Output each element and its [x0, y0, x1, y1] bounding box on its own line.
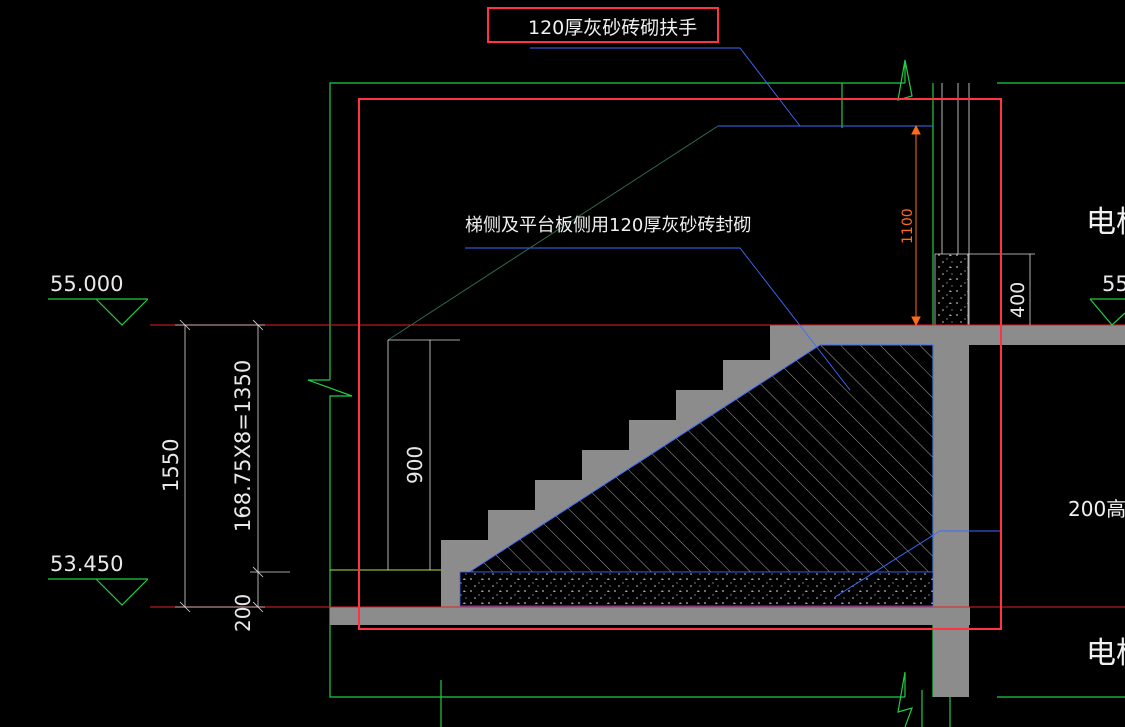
dim-wall-height: 400: [1007, 282, 1029, 318]
bottom-slab: [330, 607, 970, 625]
level-lower-text: 53.450: [50, 552, 123, 576]
level-lines: [150, 324, 1125, 608]
dimension-lines: [175, 253, 1035, 613]
concrete-structure: [330, 325, 1125, 697]
dim-rail-height: 900: [403, 446, 427, 484]
stair-side-seal-label: 梯侧及平台板侧用120厚灰砂砖封砌: [465, 215, 751, 236]
level-upper-text: 55.000: [50, 272, 123, 296]
dim-slab-thickness: 200: [231, 594, 255, 632]
handrail-guide: [387, 125, 719, 341]
level-marker-lower: [48, 578, 149, 606]
elevator-label-bottom: 电梯: [1086, 636, 1125, 671]
level-marker-upper: [48, 298, 149, 326]
level-upper-right-text: 55: [1102, 272, 1125, 296]
highlight-box-handrail-label: [487, 7, 719, 43]
level-marker-upper-right: [1089, 298, 1125, 326]
stair-body-hatch: [459, 344, 934, 579]
dim-handrail-height: 1100: [900, 208, 916, 244]
dim-1100-lines: [911, 124, 921, 327]
fill-concrete: [459, 571, 934, 607]
dim-riser-formula: 168.75X8=1350: [231, 360, 255, 532]
parapet-block: [934, 253, 969, 326]
shaft-wall: [933, 325, 969, 697]
elevator-label-top: 电梯: [1086, 205, 1125, 240]
handrail-label: 120厚灰砂砖砌扶手: [528, 17, 697, 39]
height-200-label: 200高: [1068, 497, 1125, 521]
highlight-box-stair-region: [358, 98, 1002, 630]
dim-total-height: 1550: [159, 439, 183, 492]
